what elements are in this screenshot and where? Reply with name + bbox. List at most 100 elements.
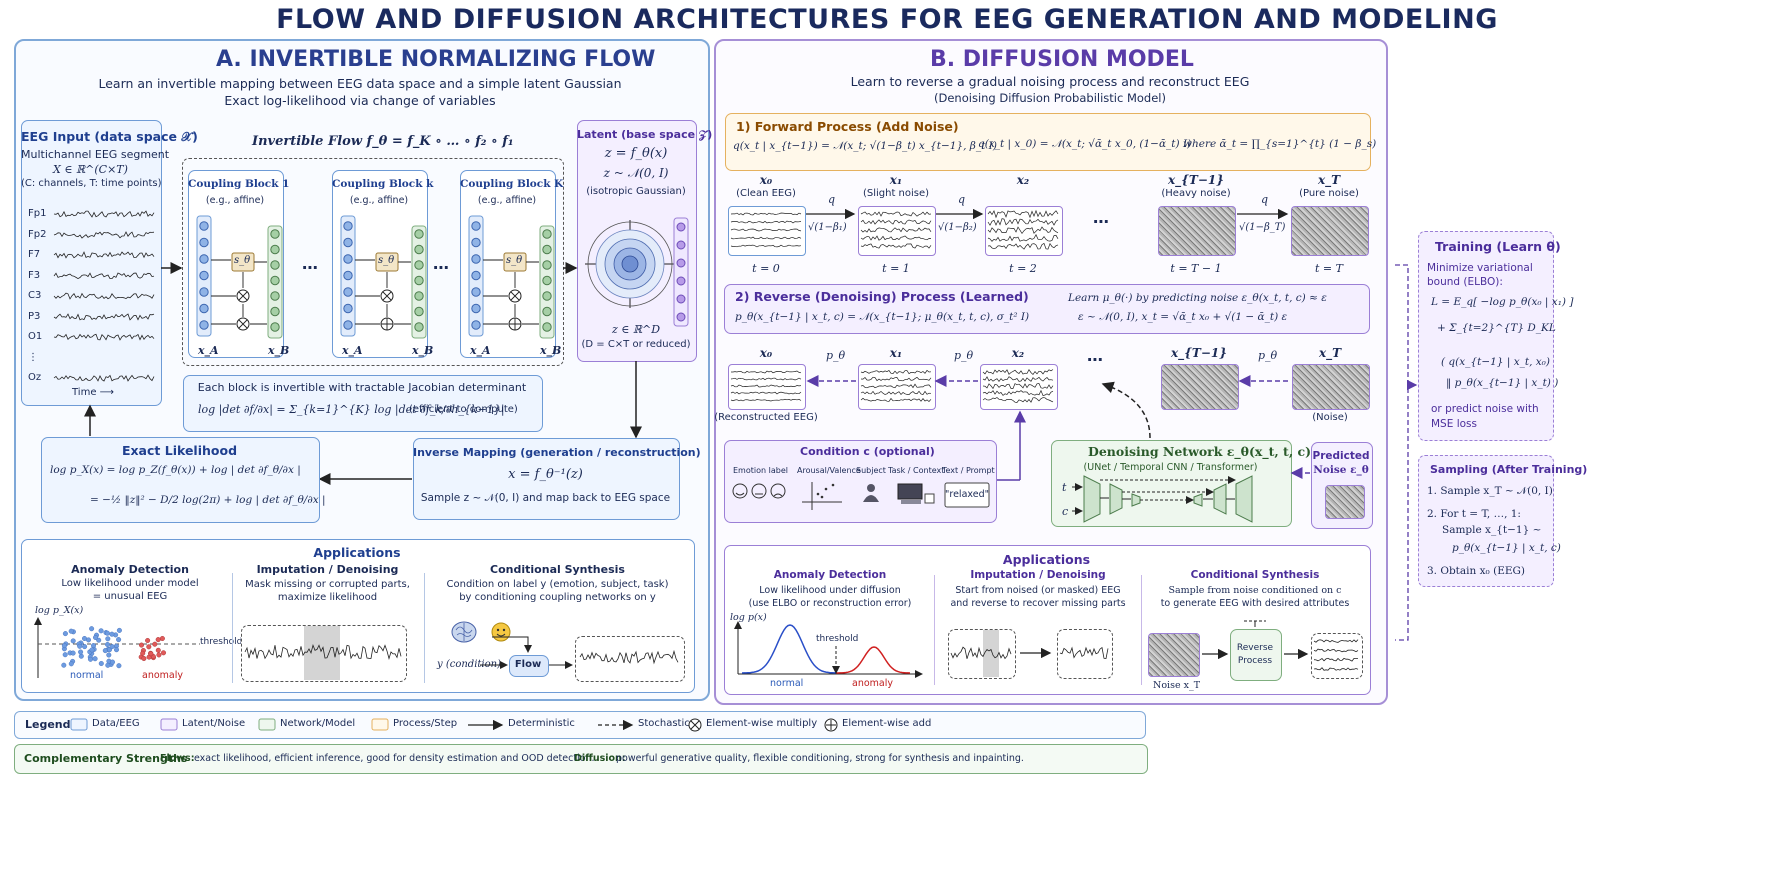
eeg-channel-label: F3	[28, 269, 41, 281]
flow-mini-label: Flow	[514, 659, 542, 670]
conditional-b-line-1: Sample from noise conditioned on c	[1168, 585, 1342, 596]
training-box	[1418, 231, 1554, 441]
masked-region	[983, 630, 999, 677]
sampling-step-2b: Sample x_{t−1} ~	[1442, 524, 1542, 536]
imputation-b-line-1: Start from noised (or masked) EEG	[955, 585, 1121, 596]
reverse-ellipsis: ⋯	[1087, 350, 1103, 369]
xb-label: x_B	[540, 344, 562, 357]
condition-item-label: Subject	[856, 466, 886, 475]
eeg-channel-label: Fp1	[28, 208, 47, 219]
divider	[934, 575, 935, 685]
reverse-node-x: x_{T−1}	[1171, 346, 1227, 360]
legend-item-label: Element-wise add	[842, 718, 932, 729]
training-line-4: MSE loss	[1431, 418, 1477, 430]
applications-b-title: Applications	[1002, 552, 1091, 567]
anomaly-b-line-2: (use ELBO or reconstruction error)	[748, 598, 912, 609]
eeg-channel-trace	[53, 251, 155, 259]
anomaly-a-axis: log p_X(x)	[35, 605, 84, 616]
brain-icon	[451, 621, 477, 643]
strengths-diffusion-text: powerful generative quality, flexible co…	[616, 753, 1024, 764]
training-title: Training (Learn θ)	[1435, 239, 1561, 254]
anomaly-b-normal-label: normal	[770, 678, 804, 689]
latent-eq-2: z ~ 𝒩(0, I)	[603, 166, 669, 180]
legend-item-label: Network/Model	[280, 718, 356, 729]
forward-ellipsis: ⋯	[1093, 212, 1109, 231]
condition-item-label: Task / Context	[888, 466, 945, 475]
eeg-time-label: Time ⟶	[72, 387, 114, 398]
reverse-node-x: x_T	[1318, 346, 1342, 360]
sampling-step-1: 1. Sample x_T ~ 𝒩(0, I)	[1427, 485, 1553, 497]
forward-node-label: (Clean EEG)	[736, 188, 796, 199]
conditional-a-y-label: y (condition)	[437, 659, 501, 670]
legend-swatch	[824, 718, 838, 732]
eeg-channel-trace	[53, 374, 155, 382]
coupling-block-sub: (e.g., affine)	[205, 195, 265, 206]
conditional-a-title: Conditional Synthesis	[490, 563, 625, 576]
reverse-node-x: x₁	[889, 346, 903, 360]
eeg-input-title: EEG Input (data space 𝒳)	[21, 129, 198, 144]
forward-eq-2: q(x_t | x_0) = 𝒩(x_t; √ᾱ_t x_0, (1−ᾱ_t) …	[978, 138, 1192, 150]
eeg-channel-label: F7	[28, 249, 41, 260]
strengths-bar	[14, 744, 1148, 774]
xa-label: x_A	[198, 344, 219, 357]
eeg-channel-trace	[53, 292, 155, 300]
blocks-ellipsis: ⋯	[302, 258, 318, 277]
reverse-eeg-waveform	[860, 369, 932, 402]
imputation-b-input-waveform	[950, 646, 1012, 660]
forward-node-x: x_T	[1317, 173, 1341, 187]
panel-b-title: B. DIFFUSION MODEL	[930, 47, 1194, 72]
training-eq-1: L = E_q[ −log p_θ(x₀ | x₁) ]	[1431, 296, 1574, 308]
reverse-eq-1: p_θ(x_{t−1} | x_t, c) = 𝒩(x_{t−1}; μ_θ(x…	[735, 311, 1030, 323]
training-eq-2: + Σ_{t=2}^{T} D_KL	[1437, 322, 1556, 334]
xb-label: x_B	[268, 344, 290, 357]
reverse-process-title: 2) Reverse (Denoising) Process (Learned)	[735, 289, 1029, 304]
eeg-input-line-1: Multichannel EEG segment	[21, 148, 170, 161]
forward-node-label: (Pure noise)	[1299, 188, 1359, 199]
panel-a-title: A. INVERTIBLE NORMALIZING FLOW	[216, 47, 656, 72]
q-label: q	[958, 193, 966, 206]
s-theta-label: s_θ	[234, 255, 251, 266]
arousal-valence-plot-icon	[802, 482, 842, 510]
anomaly-b-title: Anomaly Detection	[773, 569, 887, 581]
training-line-1: Minimize variational	[1427, 262, 1533, 274]
eeg-channel-label: Oz	[28, 372, 42, 383]
legend-bar	[14, 711, 1146, 739]
network-t-input: t	[1062, 481, 1067, 494]
conditional-a-line-1: Condition on label y (emotion, subject, …	[446, 579, 669, 590]
anomaly-a-anomaly-label: anomaly	[142, 670, 183, 681]
predicted-noise-image	[1325, 485, 1365, 519]
reverse-process-mini-box	[1230, 629, 1282, 681]
q-coefficient: √(1−β₂)	[938, 222, 977, 233]
training-eq-4: ‖ p_θ(x_{t−1} | x_t) )	[1446, 377, 1559, 389]
forward-process-box	[725, 113, 1371, 171]
predicted-noise-line-1: Predicted	[1312, 450, 1370, 462]
latent-eq-1: z = f_θ(x)	[604, 146, 668, 161]
sampling-box	[1418, 455, 1554, 587]
imputation-a-line-2: maximize likelihood	[277, 592, 378, 603]
legend-swatch	[371, 718, 389, 731]
anomaly-b-anomaly-label: anomaly	[852, 678, 893, 689]
gaussian-contour-icon	[585, 217, 689, 327]
coupling-block-title: Coupling Block K	[460, 178, 564, 190]
xa-label: x_A	[342, 344, 363, 357]
q-coefficient: √(1−β₁)	[808, 222, 847, 233]
eeg-channel-label: ⋮	[28, 351, 38, 363]
divider	[424, 573, 425, 683]
anomaly-scatter-plot	[34, 617, 200, 678]
conditional-a-line-2: by conditioning coupling networks on y	[459, 592, 656, 603]
forward-noise-image	[1158, 206, 1236, 256]
exact-likelihood-line-1: log p_X(x) = log p_Z(f_θ(x)) + log | det…	[50, 464, 301, 476]
forward-node-x: x₁	[889, 173, 903, 187]
latent-title: Latent (base space 𝒵)	[577, 128, 713, 141]
eeg-channel-trace	[53, 230, 155, 239]
condition-icons	[732, 482, 990, 510]
strengths-diffusion-label: Diffusion:	[574, 753, 626, 764]
predicted-noise-line-2: Noise ε_θ	[1313, 464, 1369, 476]
panel-a-subtitle-1: Learn an invertible mapping between EEG …	[98, 76, 622, 91]
anomaly-b-line-1: Low likelihood under diffusion	[759, 585, 901, 596]
reverse-process-mini-line-1: Reverse	[1236, 643, 1274, 653]
panel-b-subtitle-2: (Denoising Diffusion Probabilistic Model…	[934, 91, 1166, 105]
jacobian-line-2: log |det ∂f/∂x| = Σ_{k=1}^{K} log |det ∂…	[198, 403, 505, 416]
